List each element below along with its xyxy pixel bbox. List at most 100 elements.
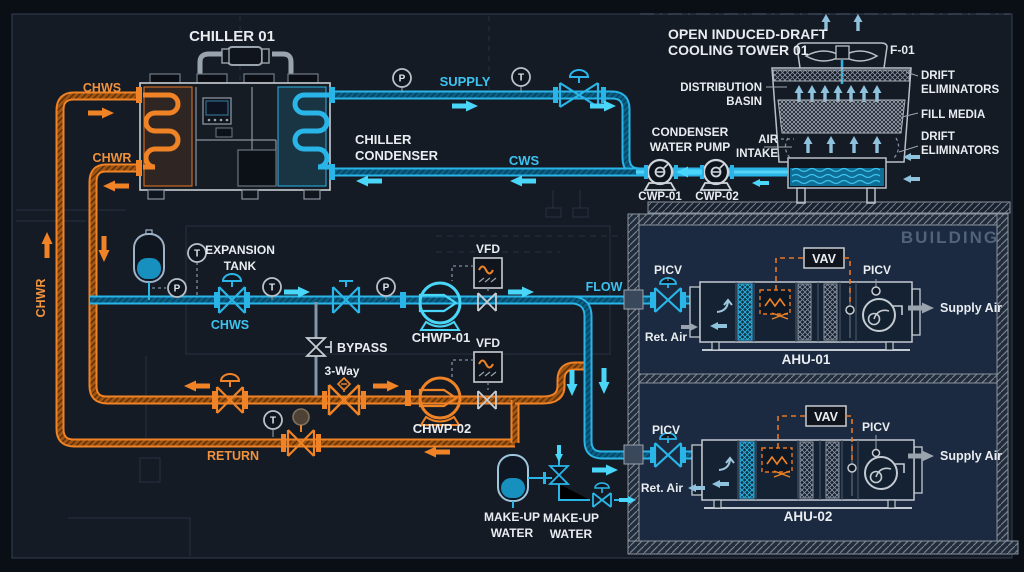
ahu-02-unit <box>691 439 923 509</box>
label-chwp02: CHWP-02 <box>413 421 472 436</box>
label-supply-air-2: Supply Air <box>940 449 1002 463</box>
label-cwp01: CWP-01 <box>638 191 682 203</box>
chwp02-check-valve <box>477 390 497 410</box>
svg-text:T: T <box>518 73 524 84</box>
label-picv-2: PICV <box>863 263 891 277</box>
label-cwp02: CWP-02 <box>695 191 738 203</box>
expansion-tank <box>133 229 166 300</box>
label-makeup-2a: MAKE-UP <box>543 511 599 525</box>
control-screen <box>205 100 229 116</box>
label-cws: CWS <box>509 153 540 168</box>
label-supply: SUPPLY <box>440 74 491 89</box>
condenser-panel <box>277 86 327 187</box>
label-makeup-2b: WATER <box>550 527 593 541</box>
chiller-title: CHILLER 01 <box>189 28 275 45</box>
svg-text:P: P <box>383 283 390 294</box>
label-air-2: INTAKE <box>736 148 778 160</box>
chilled-water-return-piping <box>60 87 586 443</box>
svg-text:P: P <box>399 74 406 85</box>
tower-title-2: COOLING TOWER 01 <box>668 42 809 58</box>
label-distribution-1: DISTRIBUTION <box>680 82 762 94</box>
label-ahu02: AHU-02 <box>784 509 833 524</box>
chwp01-check-valve <box>477 292 497 312</box>
tower-leg <box>866 187 876 204</box>
bypass-valve <box>304 337 328 357</box>
label-cwp-caption-1: CONDENSER <box>652 125 729 139</box>
label-return: RETURN <box>207 449 259 463</box>
fan-cowl <box>796 42 888 69</box>
temperature-gauge: T <box>187 243 207 296</box>
label-expansion-1: EXPANSION <box>205 243 275 257</box>
label-chwr-port: CHWR <box>93 151 132 165</box>
chws-control-valve <box>214 273 250 314</box>
wall-pipe-sleeve <box>623 289 644 310</box>
makeup-water-assembly <box>497 446 630 508</box>
building-label: BUILDING <box>901 228 999 247</box>
label-drift-2b: ELIMINATORS <box>921 145 999 157</box>
label-drift-2a: DRIFT <box>921 131 955 143</box>
drift-eliminators-band <box>772 69 911 82</box>
chws-manual-valve <box>331 280 361 314</box>
evaporator-coil-icon <box>143 92 181 170</box>
label-picv-3: PICV <box>652 423 680 437</box>
label-bypass: BYPASS <box>337 341 387 355</box>
label-makeup-1a: MAKE-UP <box>484 510 540 524</box>
chiller-unit <box>139 46 331 200</box>
label-distribution-2: BASIN <box>726 96 762 108</box>
picv-port-ahu01 <box>871 286 881 296</box>
fan-motor <box>835 45 850 60</box>
svg-text:T: T <box>270 416 276 427</box>
label-ret-air-1: Ret. Air <box>645 330 688 344</box>
label-chws-port: CHWS <box>83 81 121 95</box>
label-makeup-1b: WATER <box>491 526 534 540</box>
picv-valve-ahu01 <box>650 277 686 313</box>
vfd-chwp01 <box>451 257 503 293</box>
temperature-gauge: T <box>262 277 282 300</box>
label-vav-2: VAV <box>814 410 839 424</box>
svg-text:T: T <box>269 283 275 294</box>
picv-valve-ahu02 <box>650 432 686 468</box>
fill-media-band <box>777 99 906 134</box>
temperature-gauge: T <box>263 410 283 437</box>
return-main-valve <box>281 429 321 457</box>
supply-isolation-valve <box>553 69 606 108</box>
label-supply-air-1: Supply Air <box>940 301 1002 315</box>
label-vav-1: VAV <box>812 252 837 266</box>
label-vfd-1: VFD <box>476 242 500 256</box>
label-picv-1: PICV <box>654 263 682 277</box>
evaporator-panel <box>143 86 193 187</box>
makeup-valve <box>547 465 571 485</box>
wall-pipe-sleeve <box>623 444 644 465</box>
tower-leg <box>796 187 806 204</box>
label-chwr-riser: CHWR <box>34 279 48 318</box>
label-air-1: AIR <box>758 134 779 146</box>
svg-text:P: P <box>174 284 181 295</box>
vfd-chwp02 <box>451 351 503 390</box>
ground-hatch <box>647 201 1011 214</box>
cooling-tower <box>647 14 1011 214</box>
label-ahu01: AHU-01 <box>782 352 831 367</box>
return-control-valve <box>212 373 248 414</box>
label-drift-1a: DRIFT <box>921 70 955 82</box>
bypass-line <box>304 302 332 396</box>
label-expansion-2: TANK <box>224 259 257 273</box>
compressor-muffler <box>227 46 263 66</box>
label-fill-media: FILL MEDIA <box>921 109 985 121</box>
pressure-gauge: P <box>376 277 396 300</box>
compressor-piping <box>197 51 294 74</box>
labels: CHILLER 01 CHWS CHWR CHWR SUPPLY CWS CHI… <box>34 26 1002 541</box>
vav-box-ahu01 <box>775 247 851 304</box>
tower-body <box>771 67 912 163</box>
well-sensor <box>292 408 310 426</box>
label-picv-4: PICV <box>862 420 890 434</box>
svg-text:T: T <box>194 249 200 260</box>
label-cwp-caption-2: WATER PUMP <box>650 140 730 154</box>
label-chiller-condenser-2: CONDENSER <box>355 148 439 163</box>
label-ret-air-2: Ret. Air <box>641 481 684 495</box>
label-chiller-condenser-1: CHILLER <box>355 132 412 147</box>
label-drift-1b: ELIMINATORS <box>921 84 999 96</box>
label-chwp01: CHWP-01 <box>412 330 471 345</box>
label-chws-main: CHWS <box>211 318 249 332</box>
three-way-valve <box>322 376 366 416</box>
